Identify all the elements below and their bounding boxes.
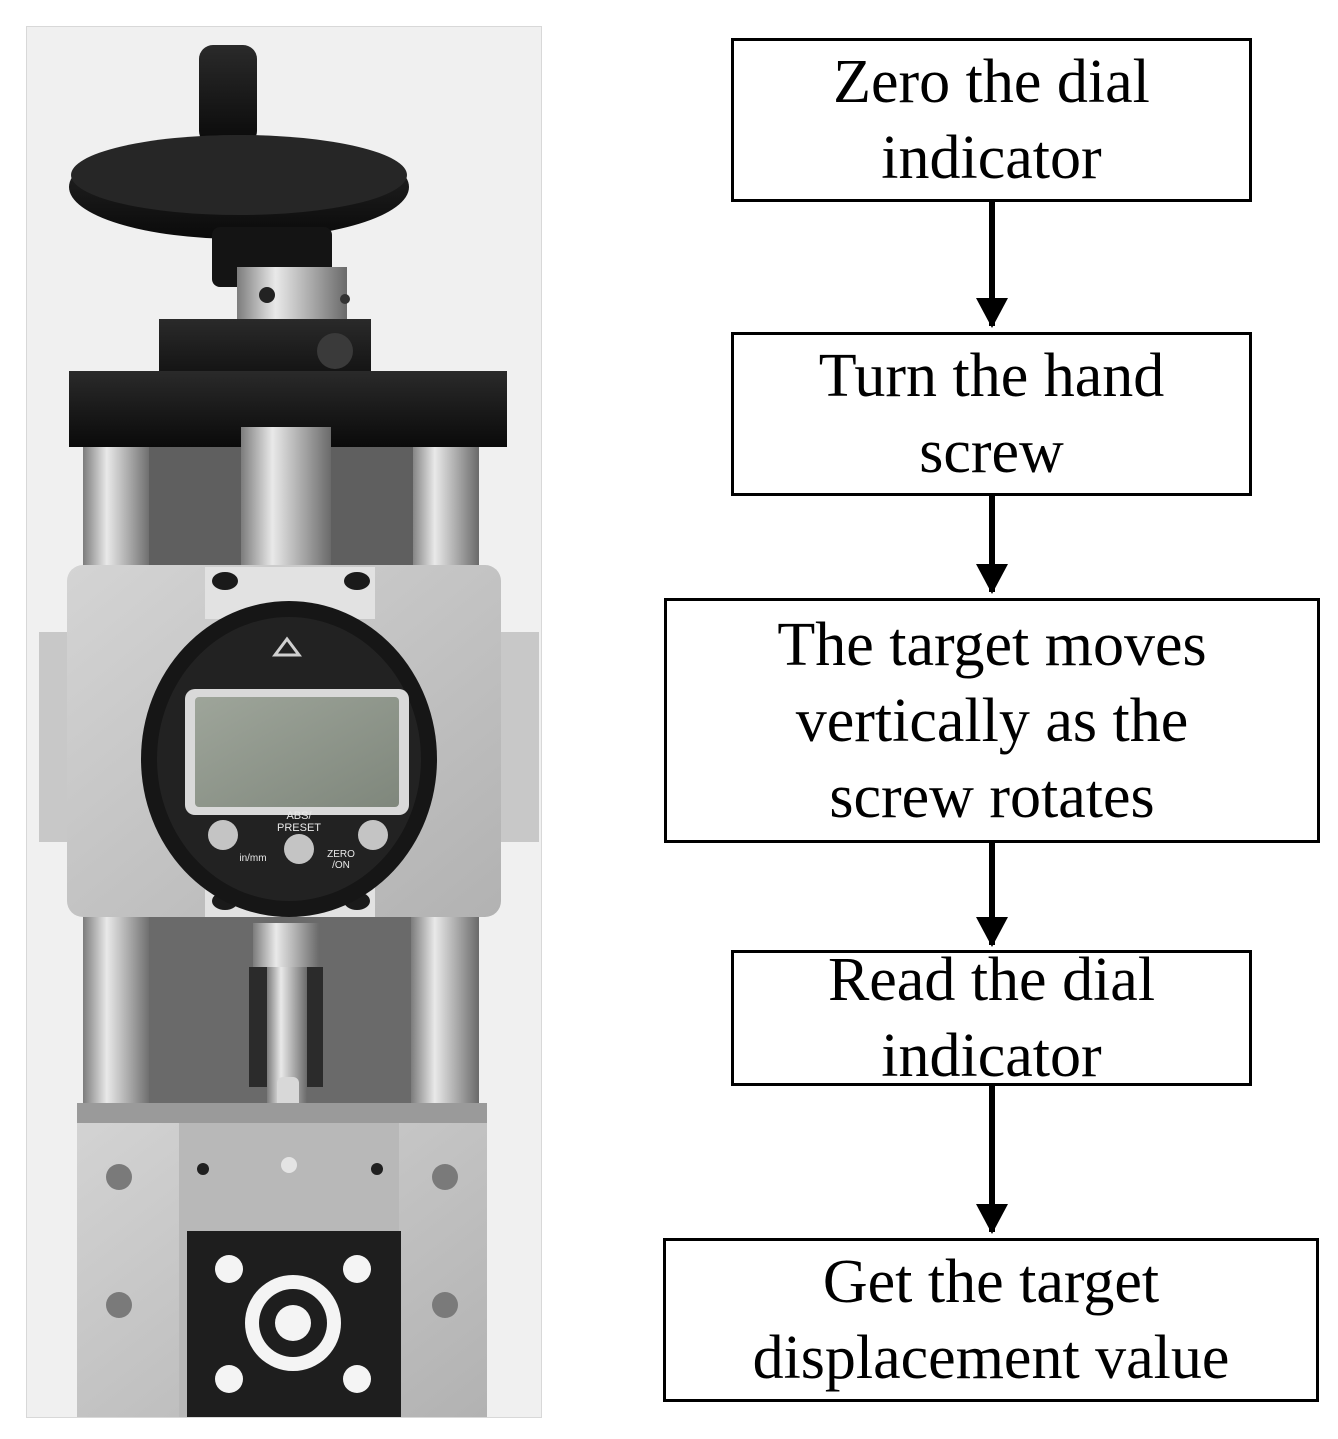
dial-lcd-screen (195, 697, 399, 807)
arrow-1 (976, 202, 1008, 328)
step-get-displacement-text: Get the target displacement value (752, 1248, 1230, 1392)
apparatus-illustration: ABS/ PRESET in/mm ZERO /ON (27, 27, 541, 1417)
guide-rod-right (411, 447, 479, 565)
step-target-moves-text: The target moves vertically as the screw… (777, 610, 1207, 831)
arrow-4 (976, 1086, 1008, 1234)
dial-label-inmm: in/mm (239, 853, 266, 864)
dial-button-center (284, 834, 314, 864)
step-read-dial: Read the dial indicator (731, 946, 1252, 1090)
dial-label-preset: PRESET (277, 822, 321, 834)
step-read-dial-text: Read the dial indicator (827, 946, 1156, 1090)
dial-label-zero: ZERO (327, 849, 355, 860)
dial-button-left (208, 820, 238, 850)
step-target-moves: The target moves vertically as the screw… (664, 598, 1320, 843)
flowchart: Zero the dial indicator Turn the hand sc… (600, 0, 1338, 1439)
center-rod (241, 427, 331, 567)
side-tab-right (499, 632, 539, 842)
step-get-displacement: Get the target displacement value (663, 1238, 1319, 1402)
dial-label-abs: ABS/ (286, 810, 312, 822)
step-zero-dial-text: Zero the dial indicator (833, 48, 1150, 192)
dial-button-right (358, 820, 388, 850)
dial-probe (253, 923, 319, 967)
step-turn-screw-text: Turn the hand screw (818, 342, 1165, 486)
knob-cap (199, 45, 257, 145)
apparatus-photo: ABS/ PRESET in/mm ZERO /ON (26, 26, 542, 1418)
dial-label-on: /ON (332, 860, 350, 871)
arrow-3 (976, 843, 1008, 947)
step-zero-dial: Zero the dial indicator (731, 38, 1252, 202)
guide-rod-left (83, 447, 151, 565)
arrow-2 (976, 496, 1008, 594)
step-turn-screw: Turn the hand screw (731, 332, 1252, 496)
